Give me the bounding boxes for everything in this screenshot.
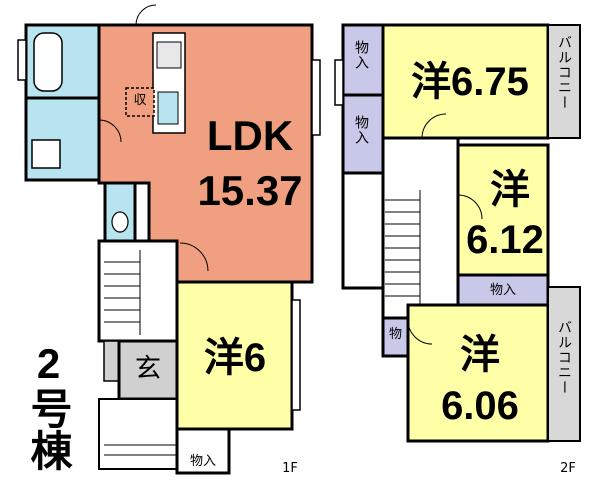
second-floor-plan (334, 23, 581, 443)
stair-hall (97, 239, 179, 343)
kitchen-storage-label: 収 (133, 93, 147, 108)
window-1f-room (291, 299, 301, 411)
porch (98, 398, 182, 470)
storage-1f (175, 427, 231, 475)
room-b-size: 6.12 (466, 218, 544, 262)
door-swings-1f (98, 4, 209, 272)
kitchen-sink-icon (157, 91, 179, 125)
room-c-label: 洋 (460, 333, 500, 377)
balcony-1-label: バルコニー (556, 35, 572, 110)
room-c-size: 6.06 (441, 384, 519, 428)
stairs-icon (104, 250, 141, 335)
ldk-size: 15.37 (197, 167, 303, 214)
sink-icon (31, 139, 61, 169)
balcony-bottom (547, 286, 581, 442)
window-2f-left (334, 59, 344, 106)
stairs-2f-icon (385, 190, 421, 310)
hall-2f (341, 171, 385, 290)
entrance-label: 玄 (134, 354, 161, 384)
closet-2f-3 (456, 273, 550, 307)
room-a-label: 洋6.75 (411, 60, 529, 104)
shoe-cabinet (103, 340, 120, 382)
storage-1f-label: 物入 (189, 454, 216, 469)
closet-2f-3-label: 物入 (489, 283, 516, 298)
kitchen-storage (125, 87, 155, 117)
toilet-icon (111, 211, 129, 233)
western-6-label: 洋6 (203, 336, 267, 380)
building-label: 2号棟 (25, 340, 72, 471)
window-ldk (311, 59, 321, 136)
ldk-name: LDK (206, 112, 294, 159)
room-b-label: 洋 (490, 168, 530, 212)
closet-2f-2-label: 物入 (353, 115, 369, 145)
balcony-top (547, 24, 581, 139)
first-floor-plan (17, 4, 321, 475)
bathtub-icon (33, 32, 63, 92)
door-swings-2f (407, 113, 483, 345)
closet-2f-1-label: 物入 (353, 40, 369, 70)
floor-1f-label: 1F (282, 461, 298, 476)
porch-steps-icon (104, 444, 177, 456)
floor-2f-label: 2F (560, 461, 576, 476)
window-bath (17, 39, 27, 81)
balcony-2-label: バルコニー (556, 320, 572, 395)
stove-icon (156, 41, 182, 69)
closet-2f-4-label: 物 (388, 327, 402, 342)
